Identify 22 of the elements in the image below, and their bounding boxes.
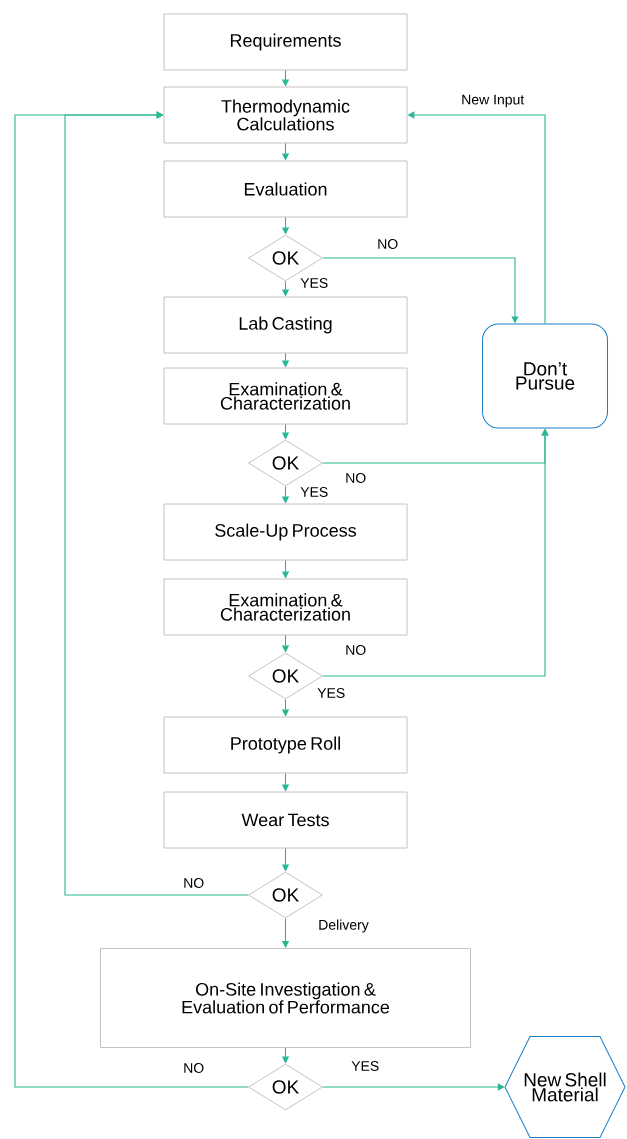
process-box: Prototype Roll [163,716,408,774]
process-box: Scale-Up Process [163,503,408,561]
edge-label: NO [182,1062,206,1074]
process-box: Examination & Characterization [163,578,408,636]
arrow [14,111,249,1088]
terminal-box: Don’t Pursue [482,323,608,429]
process-box: Evaluation [163,160,408,218]
edge-label: Delivery [317,918,370,934]
edge-label: NO [182,877,206,889]
process-box: On-Site Investigation & Evaluation of Performance [100,948,471,1048]
process-box: Examination & Characterization [163,367,408,425]
edge-label: YES [350,1060,381,1072]
edge-label: NO [344,644,368,656]
process-box: Wear Tests [163,791,408,849]
edge-label: NO [344,472,368,484]
process-box: Lab Casting [163,296,408,354]
edge-label: New Input [460,93,526,109]
arrow [322,1083,505,1091]
process-box: Thermodynamic Calculations [163,86,408,144]
edge-label: NO [376,238,400,250]
process-box: Requirements [163,13,408,71]
edge-label: YES [299,486,330,498]
